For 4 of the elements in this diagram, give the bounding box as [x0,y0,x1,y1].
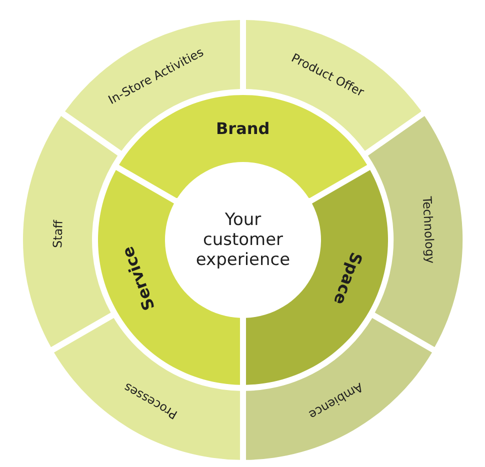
segment-label: Brand [216,119,270,138]
segment-label: Technology [420,196,438,264]
center-label: Your customer experience [194,210,292,270]
segment-label: Staff [50,219,66,248]
